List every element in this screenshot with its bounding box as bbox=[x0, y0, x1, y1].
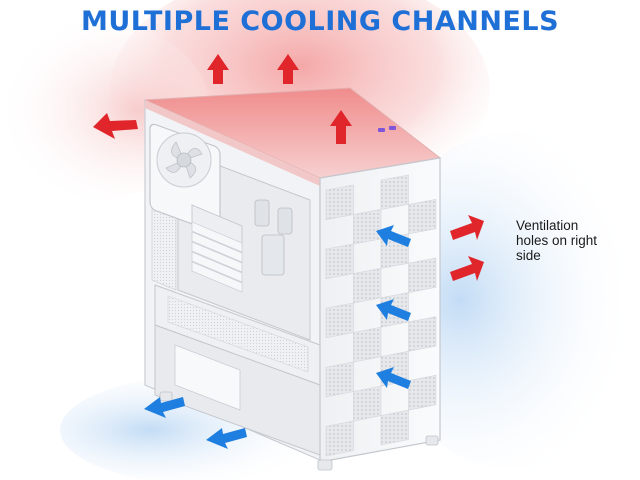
blue-intake-arrow-icon bbox=[376, 367, 411, 389]
mesh-tile bbox=[325, 184, 354, 220]
mesh-tile bbox=[353, 385, 382, 422]
ventilation-callout: Ventilation holes on right side bbox=[516, 218, 598, 263]
mesh-tile bbox=[380, 409, 409, 446]
mesh-tile bbox=[353, 209, 382, 245]
mesh-tile bbox=[325, 420, 354, 457]
case-feet bbox=[159, 391, 439, 471]
front-io-led-icon bbox=[378, 126, 396, 132]
red-exhaust-arrow-icon bbox=[450, 215, 484, 240]
mesh-tile bbox=[353, 326, 382, 363]
blue-intake-arrow-icon bbox=[376, 299, 411, 321]
mesh-tile bbox=[325, 302, 354, 339]
rear-fan-icon bbox=[149, 123, 221, 233]
expansion-slots bbox=[191, 204, 243, 293]
blue-intake-arrow-icon bbox=[376, 225, 411, 247]
mesh-tile bbox=[408, 316, 437, 352]
cable-cutouts bbox=[254, 199, 293, 276]
blue-intake-arrow-icon bbox=[144, 397, 185, 418]
red-exhaust-arrow-icon bbox=[450, 256, 484, 281]
mesh-tile bbox=[325, 243, 354, 280]
red-exhaust-arrow-icon bbox=[330, 110, 352, 144]
mesh-tile bbox=[325, 361, 354, 398]
red-exhaust-arrow-icon bbox=[207, 54, 229, 84]
mesh-tile bbox=[380, 174, 409, 210]
blue-intake-arrow-icon bbox=[206, 428, 247, 449]
psu-bay-opening bbox=[174, 344, 241, 411]
psu-shroud-mesh bbox=[167, 295, 309, 373]
mesh-tile bbox=[353, 267, 382, 304]
mesh-tile bbox=[408, 374, 437, 411]
mesh-tile bbox=[408, 198, 437, 235]
top-panel-edge bbox=[145, 100, 320, 186]
red-exhaust-arrow-icon bbox=[277, 54, 299, 84]
hot-air-arrows bbox=[93, 54, 484, 281]
mesh-tile bbox=[408, 257, 437, 293]
front-mesh-grid bbox=[325, 174, 437, 457]
page-title: MULTIPLE COOLING CHANNELS bbox=[80, 6, 560, 37]
cool-air-arrows bbox=[144, 225, 411, 449]
red-exhaust-arrow-icon bbox=[93, 113, 138, 139]
